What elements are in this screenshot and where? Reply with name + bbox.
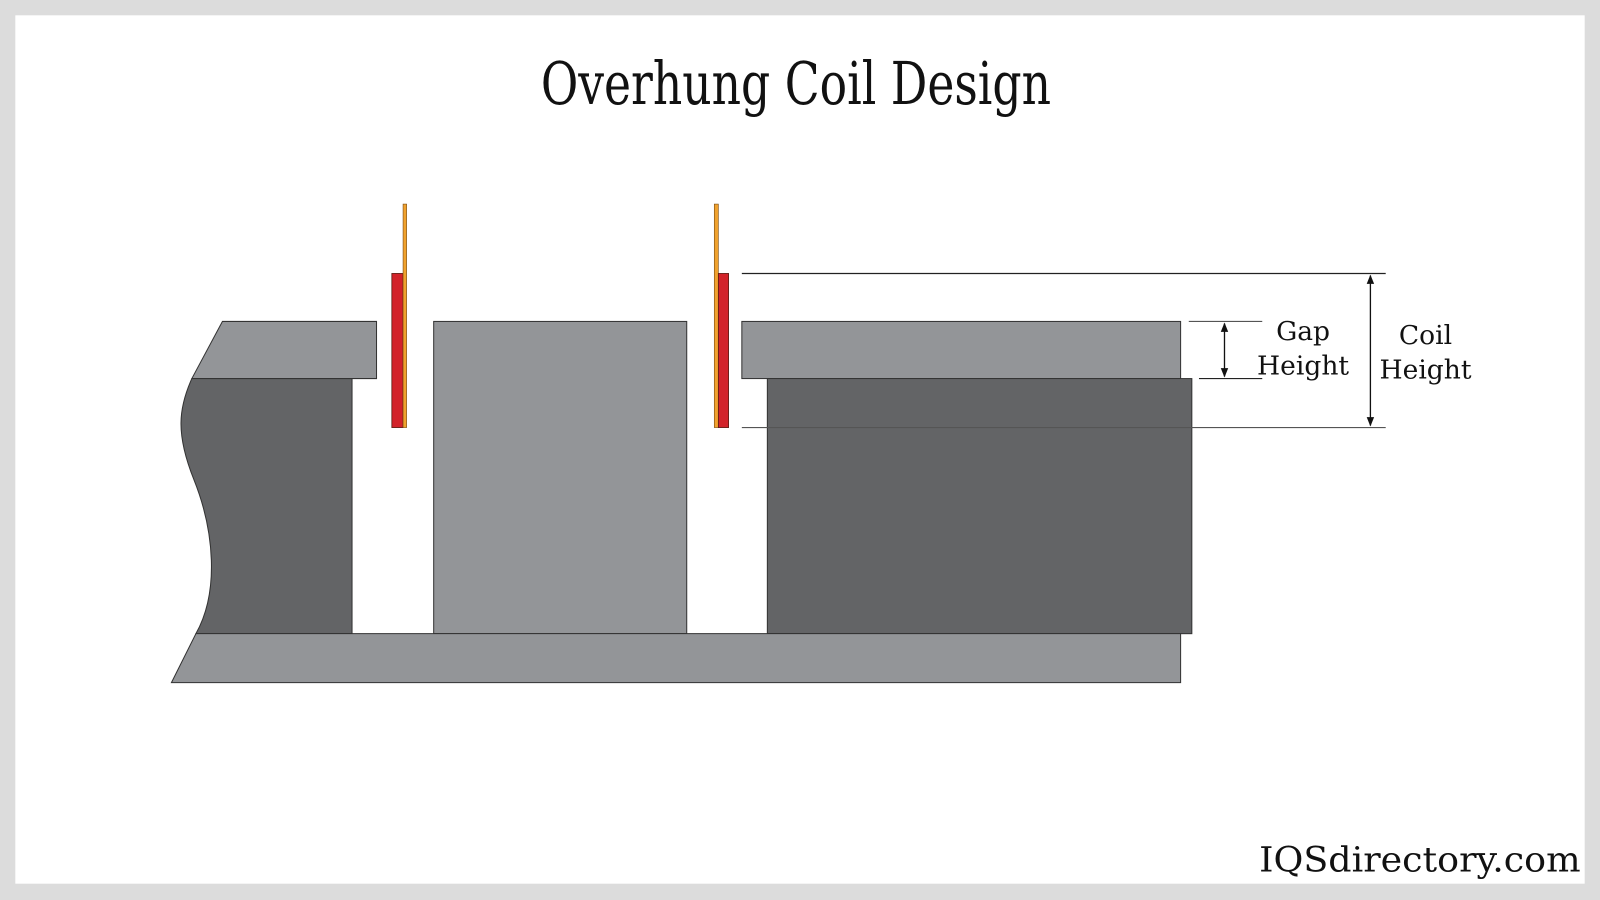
gap-height-label-line1: Gap xyxy=(1276,316,1330,347)
right-coil-former xyxy=(713,203,719,428)
center-pole-piece xyxy=(433,320,688,635)
left-coil-winding xyxy=(391,273,404,428)
left-magnet xyxy=(180,378,353,635)
coil-height-label-line2: Height xyxy=(1380,355,1472,386)
left-top-plate xyxy=(190,320,378,380)
iqs-watermark: IQSdirectory.com xyxy=(1259,840,1580,880)
right-magnet xyxy=(766,378,1193,635)
gap-height-label-line2: Height xyxy=(1257,350,1349,381)
coil-height-label-line1: Coil xyxy=(1399,320,1452,351)
left-coil-former xyxy=(402,203,407,428)
bottom-plate xyxy=(170,633,1182,684)
right-coil-winding xyxy=(717,273,729,428)
right-top-plate xyxy=(741,320,1182,380)
diagram-title: Overhung Coil Design xyxy=(541,49,1051,118)
